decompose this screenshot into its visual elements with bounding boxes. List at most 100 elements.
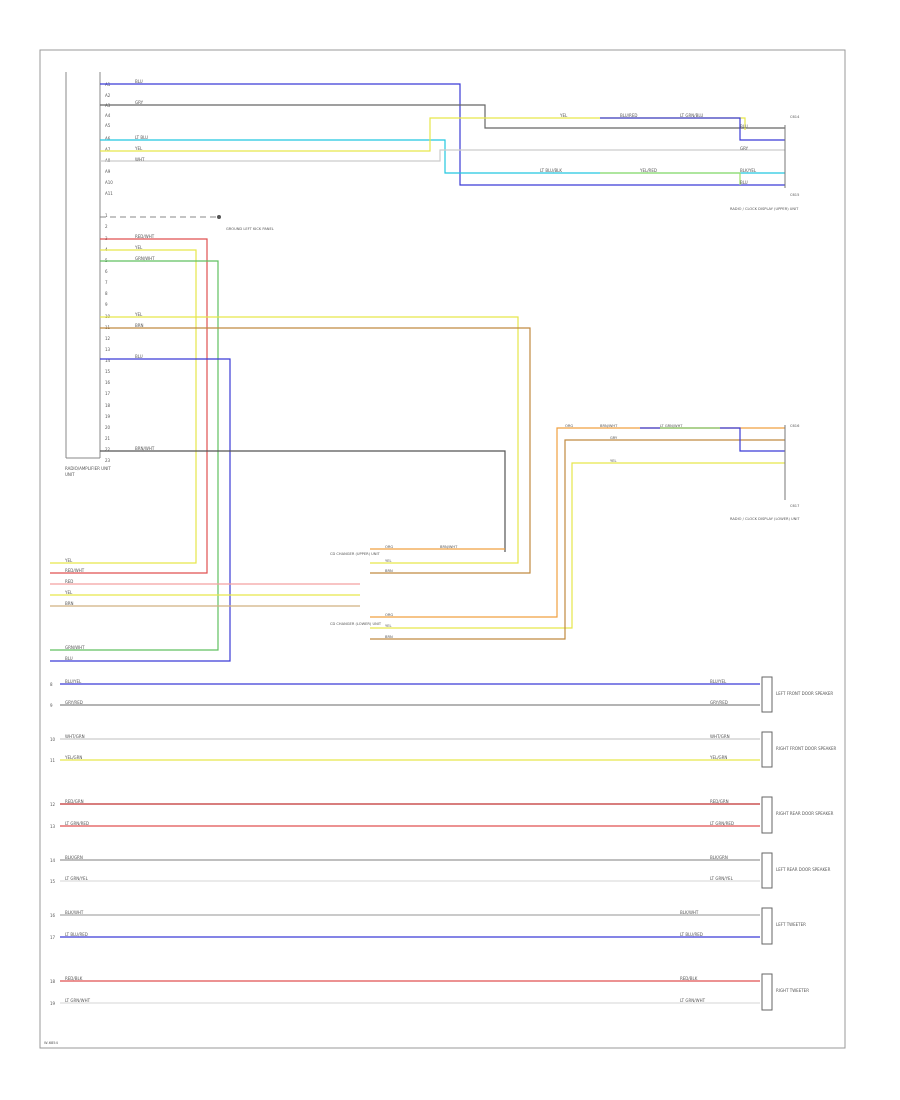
pin-number: 16 — [50, 913, 56, 918]
wire-label-yel-cd2: YEL — [385, 624, 391, 628]
wire-label-blu: BLU — [135, 79, 143, 84]
wire-label-redwht: RED/WHT — [135, 234, 155, 239]
pin-number: 15 — [50, 879, 56, 884]
wire-label-lf-pos: BLU/YEL — [65, 679, 82, 684]
lower-display-wires — [370, 427, 785, 640]
wire-label-brn-cd2: BRN — [385, 635, 393, 639]
wire-grn — [600, 172, 741, 185]
wire-label-wht: WHT — [135, 157, 145, 162]
connector-code-upper-2: C615 — [790, 193, 799, 197]
wire-label-brn-b: BRN — [65, 601, 74, 606]
pin-number: 18 — [50, 979, 56, 984]
wire-brn-low — [370, 439, 785, 640]
pin-label: 16 — [105, 380, 111, 385]
wire-label-rr-neg: LT GRN/RED — [65, 821, 89, 826]
left-front-speaker-symbol — [761, 676, 773, 713]
pin-label: A2 — [105, 93, 111, 98]
wire-label-yel-mid: YEL — [134, 245, 143, 250]
wire-label-rf-pos: WHT/GRN — [65, 734, 85, 739]
right-front-speaker-symbol — [761, 731, 773, 768]
right-front-speaker-label: RIGHT FRONT DOOR SPEAKER — [776, 746, 837, 751]
right-tweeter-label: RIGHT TWEETER — [776, 988, 809, 993]
wire-label-yel-2: YEL — [559, 113, 568, 118]
wire-yel — [100, 117, 746, 152]
wire-label-gry: GRY — [135, 100, 144, 105]
wire-blu2 — [600, 117, 785, 141]
left-tweeter-symbol — [761, 907, 773, 945]
wire-label-brn-wht2: BRN/WHT — [600, 424, 618, 428]
wire-label-ltgrn-wht: LT GRN/WHT — [660, 424, 683, 428]
wire-gry-right — [100, 450, 506, 552]
speaker-wire-labels: BLU/YEL BLU/YEL GRY/RED GRY/RED WHT/GRN … — [64, 679, 734, 1003]
pin-label: 8 — [105, 291, 108, 296]
wire-label-yel-cd: YEL — [385, 559, 391, 563]
wire-yel-right — [100, 316, 519, 564]
speaker-wires — [60, 683, 760, 1004]
wire-label-lr-neg: LT GRN/YEL — [65, 876, 89, 881]
pin-label: 19 — [105, 414, 111, 419]
wire-label-rf-pos-r: WHT/GRN — [710, 734, 730, 739]
wire-label-rf-neg-r: YEL/GRN — [709, 755, 727, 760]
wire-label-rt-neg: LT GRN/WHT — [65, 998, 91, 1003]
wire-label-rf-neg: YEL/GRN — [64, 755, 82, 760]
ground-label: GROUND LEFT KICK PANEL — [226, 227, 274, 231]
right-rear-speaker-symbol — [761, 796, 773, 834]
pin-label: 21 — [105, 436, 111, 441]
pin-label: 22 — [105, 447, 111, 452]
wire-label-rt-neg-r: LT GRN/WHT — [680, 998, 706, 1003]
cd-changer-lower: CD CHANGER (LOWER) UNIT ORG YEL BRN — [330, 613, 393, 639]
upper-wire-labels: BLU GRY LT BLU YEL WHT YEL BLU/RED LT GR… — [134, 79, 757, 185]
wire-label-lt-neg-r: LT BLU/RED — [680, 932, 703, 937]
wire-label-lf-pos-r: BLU/YEL — [710, 679, 727, 684]
wire-label-blu-red: BLU/RED — [620, 113, 637, 118]
connector-code-upper: C614 — [790, 115, 800, 119]
wire-label-ltblu: LT BLU — [135, 135, 148, 140]
wire-label-lr-neg-r: LT GRN/YEL — [710, 876, 734, 881]
wire-brn-right — [100, 327, 531, 574]
wire-label-brnwht: BRN/WHT — [135, 446, 155, 451]
head-unit-label: RADIO/AMPLIFIER UNIT — [65, 466, 111, 471]
wire-label-org: ORG — [565, 424, 573, 428]
right-rear-speaker-label: RIGHT REAR DOOR SPEAKER — [776, 811, 834, 816]
pin-number: 14 — [50, 858, 56, 863]
pin-label: A6 — [105, 136, 111, 141]
wire-label-gry-low: GRY — [610, 436, 618, 440]
wire-blu — [100, 83, 785, 186]
pin-number: 13 — [50, 824, 56, 829]
lower-display-label: RADIO / CLOCK DISPLAY (LOWER) UNIT — [730, 517, 800, 521]
cd-changer-upper: CD CHANGER (UPPER) UNIT ORG BRN/WHT YEL … — [330, 545, 458, 573]
lower-display: C616 C617 RADIO / CLOCK DISPLAY (LOWER) … — [565, 424, 800, 521]
wire-label-grnwht: GRN/WHT — [135, 256, 155, 261]
pin-label: A10 — [105, 180, 113, 185]
cd-changer-lower-label: CD CHANGER (LOWER) UNIT — [330, 622, 382, 626]
wire-wht — [100, 149, 785, 162]
pin-number: 11 — [50, 758, 56, 763]
wire-ltblu — [100, 139, 785, 174]
wire-label-gry-upper: GRY — [740, 146, 749, 151]
wire-label-blu-upper-2: BLU — [740, 180, 748, 185]
upper-display: C614 C615 RADIO / CLOCK DISPLAY (UPPER) … — [730, 115, 800, 211]
wire-label-blk-yel: BLK/YEL — [740, 168, 757, 173]
diagram-frame — [39, 49, 846, 1049]
wire-label-blu-b: BLU — [65, 656, 73, 661]
wire-label-org-cd: ORG — [385, 545, 393, 549]
cd-changer-upper-label: CD CHANGER (UPPER) UNIT — [330, 552, 381, 556]
wire-label-red-b: RED — [65, 579, 73, 584]
wire-org — [370, 427, 785, 618]
pin-number: 8 — [50, 682, 53, 687]
speakers — [761, 676, 773, 1011]
pin-label: 15 — [105, 369, 111, 374]
wire-label-yel-r: YEL — [134, 312, 143, 317]
pin-label: 6 — [105, 269, 108, 274]
pin-label: 13 — [105, 347, 111, 352]
wire-label-brnwht-cd: BRN/WHT — [440, 545, 458, 549]
upper-wires — [100, 83, 785, 186]
wire-label-rt-pos-r: RED/BLK — [680, 976, 698, 981]
wire-label-yel-b1: YEL — [64, 558, 73, 563]
pin-label: 18 — [105, 403, 111, 408]
pin-number: 19 — [50, 1001, 56, 1006]
wire-yel-low — [370, 462, 785, 629]
wire-label-lf-neg-r: GRY/RED — [710, 700, 728, 705]
wire-label-rr-pos: RED/GRN — [65, 799, 84, 804]
wire-redwht — [50, 238, 208, 574]
